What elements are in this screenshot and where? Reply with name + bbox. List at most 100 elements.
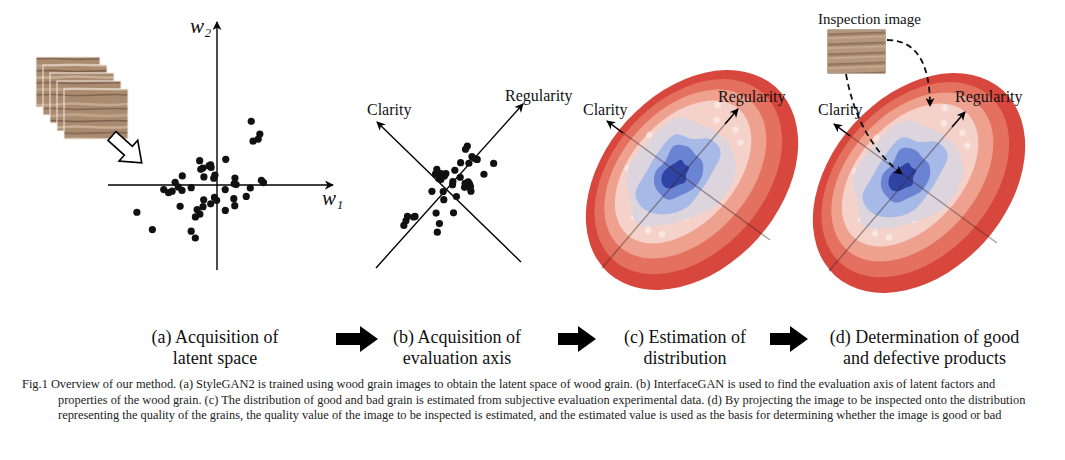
axis-label: Clarity (583, 101, 627, 119)
image-heading: Inspection image (818, 11, 921, 29)
latent-point (233, 181, 240, 188)
latent-point (207, 161, 214, 168)
stage-title: (a) Acquisition of latent space (140, 327, 290, 369)
axis-line (602, 109, 738, 268)
axis-line (377, 122, 521, 262)
figure-caption: Fig.1 Overview of our method. (a) StyleG… (22, 377, 1045, 424)
stage-title: (d) Determination of good and defective … (822, 327, 1027, 369)
latent-point (472, 155, 479, 162)
latent-point (211, 194, 218, 201)
latent-point (231, 202, 238, 209)
latent-point (453, 193, 460, 200)
stage-caption: (a) Acquisition of latent space (130, 327, 334, 373)
stage-title: (c) Estimation of distribution (610, 327, 760, 369)
latent-point (437, 176, 444, 183)
latent-point (440, 196, 447, 203)
distribution-ring (543, 28, 841, 332)
axis-label: Clarity (367, 101, 411, 119)
latent-point (457, 174, 464, 181)
projection-arrow (887, 40, 930, 106)
stage-caption: (b) Acquisition of evaluation axis (380, 327, 556, 373)
latent-point (467, 183, 474, 190)
latent-point (440, 188, 447, 195)
latent-point (480, 171, 487, 178)
axis-label: Regularity (955, 88, 1023, 106)
axis-label: w₁ (322, 186, 343, 211)
distribution-ring (557, 43, 820, 311)
quality-distribution (543, 28, 841, 332)
stage-arrow (558, 326, 596, 352)
axis-line (108, 184, 333, 185)
latent-point (457, 159, 464, 166)
latent-point (432, 209, 439, 216)
latent-point (177, 203, 184, 210)
latent-point (199, 164, 206, 171)
latent-point (248, 118, 255, 125)
axis-line (607, 121, 770, 240)
stage-arrow (336, 326, 378, 352)
latent-scatter (400, 143, 497, 236)
latent-point (258, 177, 265, 184)
latent-point (436, 220, 443, 227)
stage-arrow (770, 326, 808, 352)
sample-point (736, 138, 745, 147)
latent-point (192, 234, 199, 241)
latent-point (200, 173, 207, 180)
wood-image-stack (36, 57, 128, 139)
latent-point (200, 196, 207, 203)
stage-caption: (d) Determination of good and defective … (810, 327, 1040, 373)
axis-label: Clarity (818, 101, 862, 119)
latent-point (188, 184, 195, 191)
latent-scatter (133, 118, 267, 242)
latent-point (133, 209, 140, 216)
latent-point (192, 213, 199, 220)
latent-point (465, 160, 472, 167)
latent-point (149, 226, 156, 233)
latent-point (243, 193, 250, 200)
evaluation-axes (829, 112, 997, 271)
latent-point (179, 172, 186, 179)
sample-point (643, 226, 652, 235)
latent-point (428, 188, 435, 195)
evaluation-axes (602, 109, 770, 268)
axis-label: w₂ (190, 14, 211, 39)
latent-point (210, 175, 217, 182)
latent-point (450, 209, 457, 216)
stage-caption: (c) Estimation of distribution (598, 327, 768, 373)
axis-label: Regularity (505, 87, 573, 105)
axis-tip (607, 121, 623, 133)
latent-point (222, 186, 229, 193)
sample-point (731, 125, 740, 134)
latent-point (490, 160, 497, 167)
axis-label: Regularity (718, 88, 786, 106)
latent-point (449, 178, 456, 185)
axis-line (216, 22, 217, 270)
latent-point (434, 229, 441, 236)
inspection-image: Inspection image (828, 30, 885, 73)
latent-point (178, 187, 185, 194)
latent-point (222, 207, 229, 214)
latent-point (247, 184, 254, 191)
latent-point (411, 213, 418, 220)
latent-point (404, 213, 411, 220)
stage-title: (b) Acquisition of evaluation axis (382, 327, 532, 369)
axis-line (376, 104, 523, 268)
latent-point (230, 195, 237, 202)
latent-point (194, 206, 201, 213)
distribution-blob (644, 139, 713, 208)
latent-point (222, 156, 229, 163)
latent-point (451, 167, 458, 174)
latent-point (196, 157, 203, 164)
wood-image (64, 89, 128, 139)
sample-point (658, 230, 667, 239)
latent-point (462, 146, 469, 153)
hollow-arrow (103, 126, 151, 174)
latent-point (249, 138, 256, 145)
distribution-ring (572, 58, 798, 289)
sample-point (712, 116, 721, 125)
projection-arrow (846, 74, 902, 174)
latent-point (165, 189, 172, 196)
distribution-blob (602, 102, 753, 255)
quality-distribution (770, 31, 1065, 335)
latent-point (188, 228, 195, 235)
